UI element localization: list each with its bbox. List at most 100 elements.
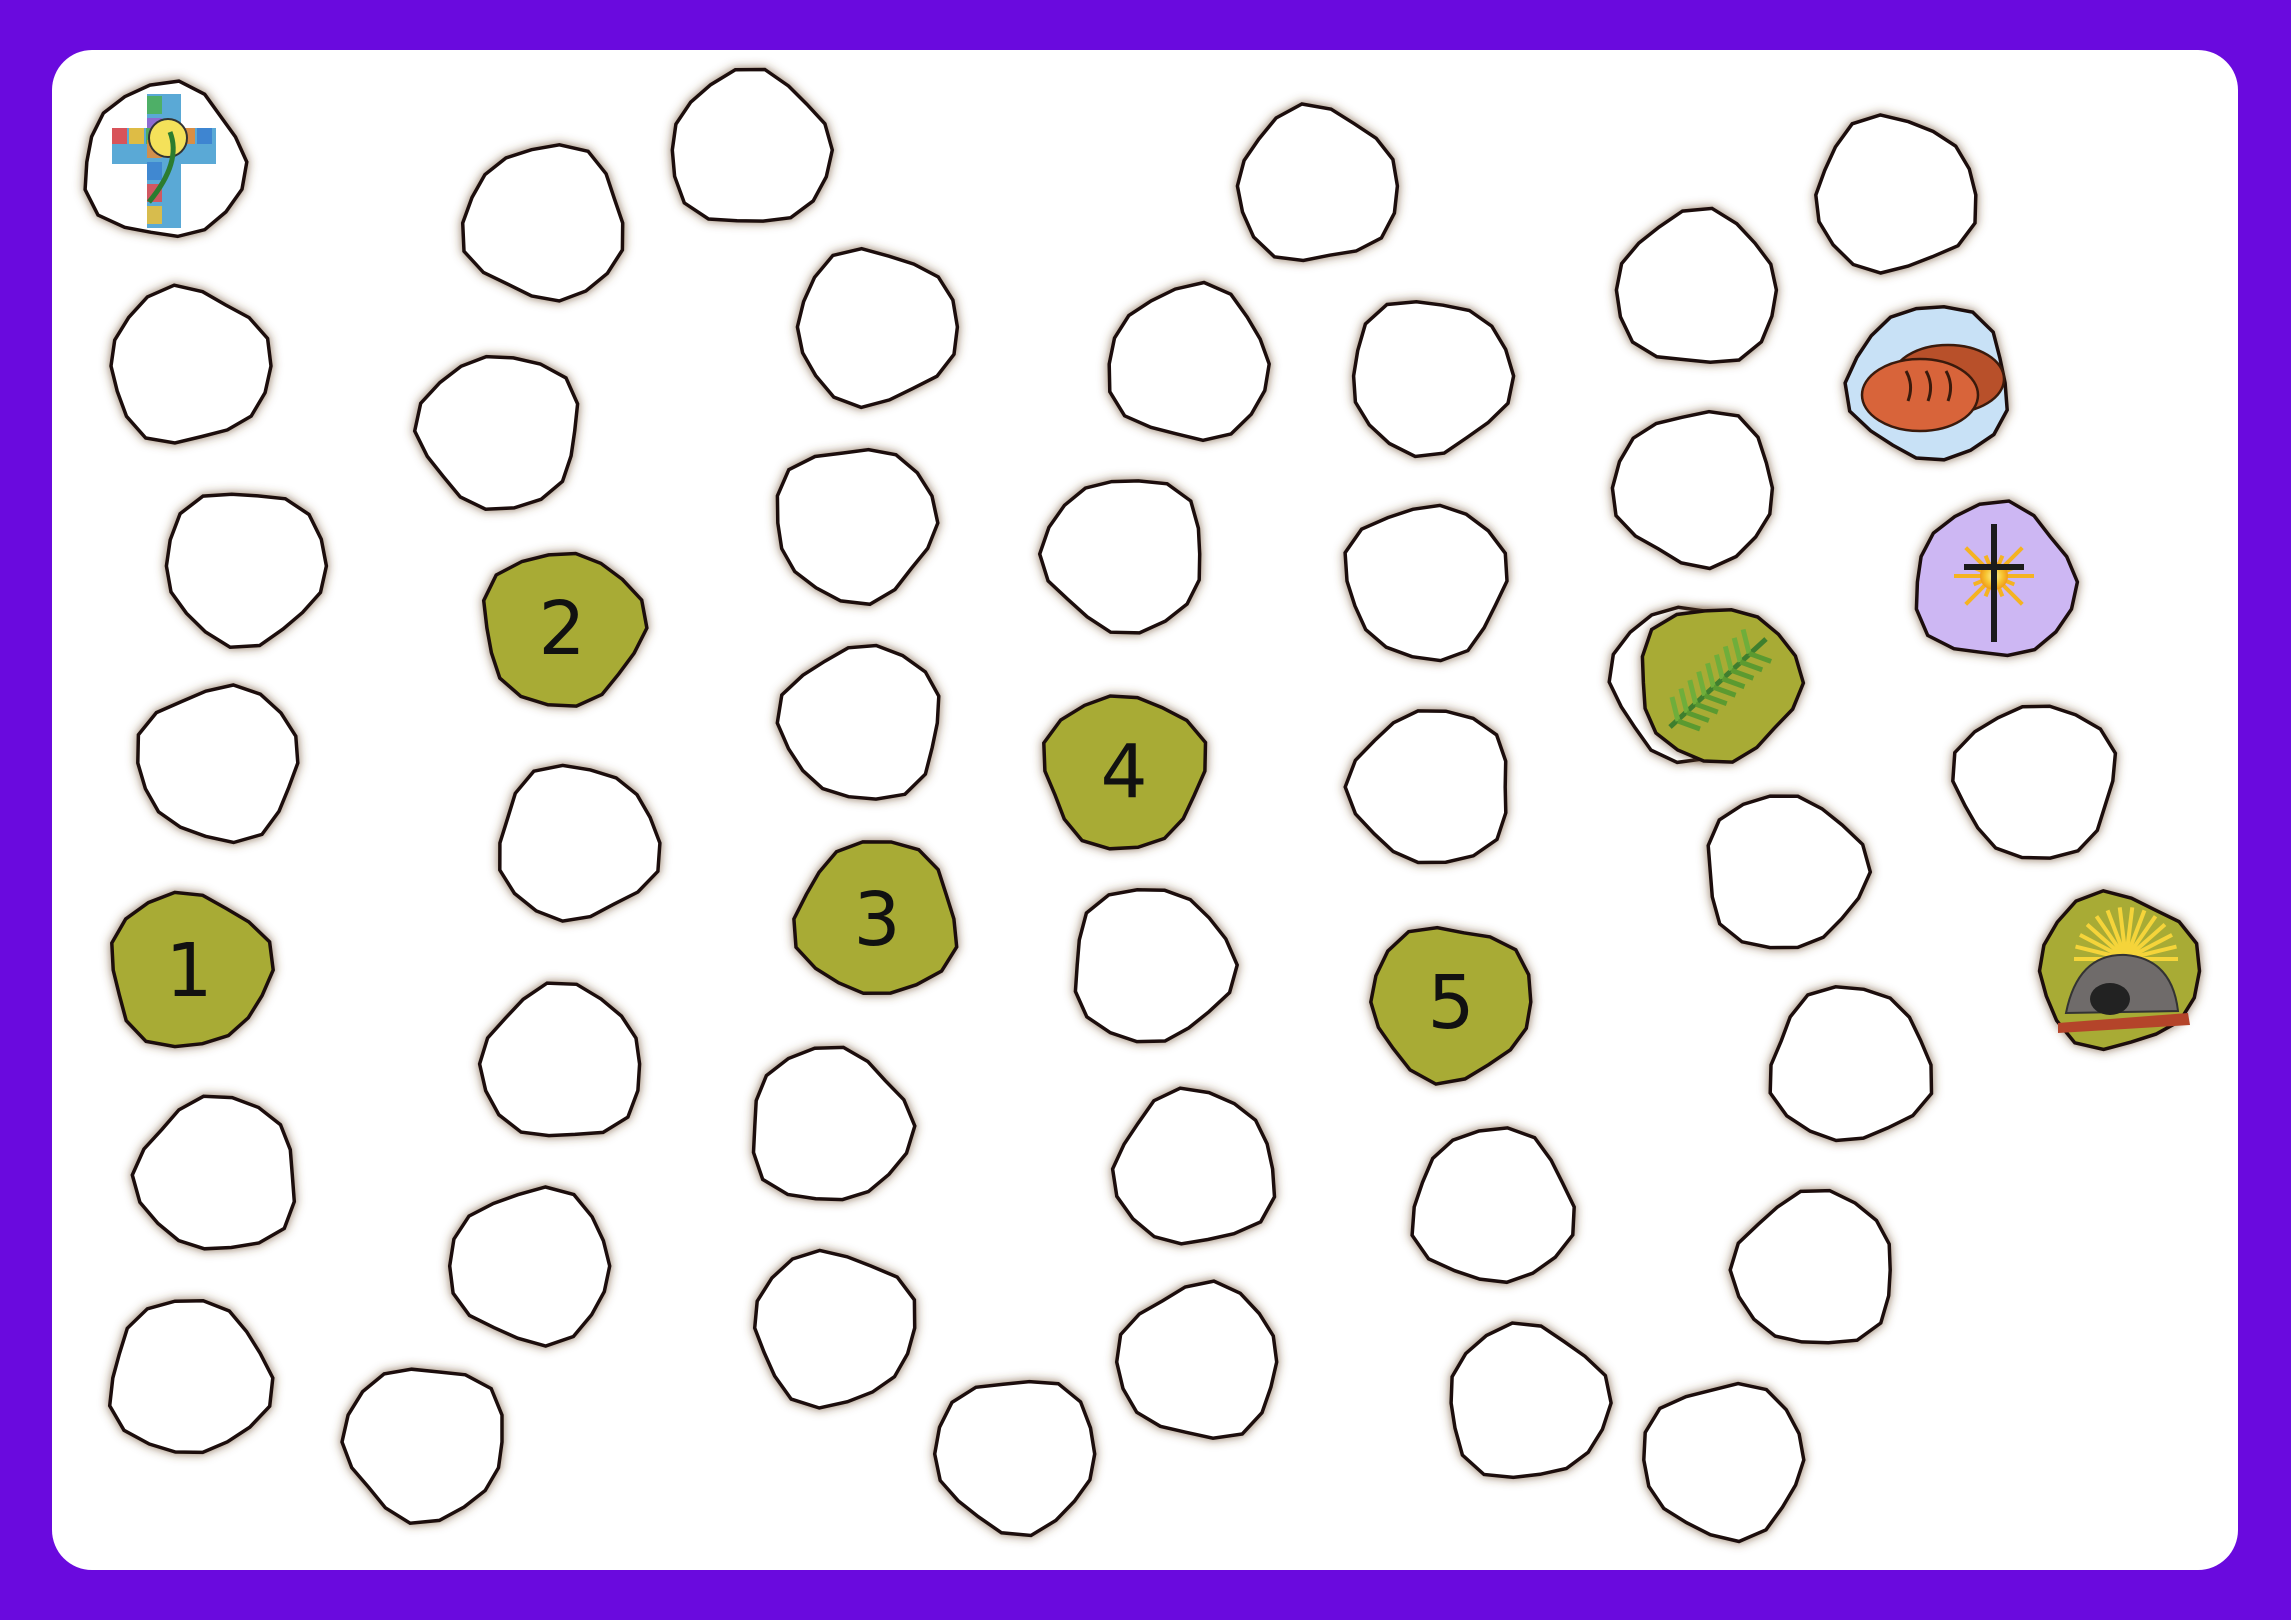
board-space[interactable] xyxy=(1110,1086,1277,1246)
board-space[interactable] xyxy=(412,354,580,511)
star-cross-icon xyxy=(1954,524,2034,642)
space-shape xyxy=(1351,300,1516,459)
board-space[interactable]: 4 xyxy=(1042,694,1208,851)
board-space[interactable] xyxy=(1107,280,1272,443)
space-shape xyxy=(164,492,329,649)
space-number: 2 xyxy=(538,586,585,672)
board-space[interactable] xyxy=(447,1185,612,1348)
space-shape xyxy=(1110,1086,1277,1246)
board-space[interactable]: 1 xyxy=(110,890,275,1049)
board-space[interactable]: 3 xyxy=(792,840,959,996)
board-space[interactable] xyxy=(1706,794,1873,950)
space-shape xyxy=(1410,1126,1576,1285)
space-shape xyxy=(1235,102,1400,263)
space-shape xyxy=(775,447,940,607)
space-shape xyxy=(136,683,300,845)
board-space[interactable] xyxy=(1037,479,1202,635)
space-shape xyxy=(1037,479,1202,635)
board-space[interactable] xyxy=(460,143,625,303)
board-space[interactable] xyxy=(164,492,329,649)
board-space[interactable] xyxy=(1814,113,1978,275)
space-shape xyxy=(1343,503,1509,663)
board-space[interactable] xyxy=(477,981,642,1138)
palm-branch-icon xyxy=(1668,628,1772,732)
board-space[interactable] xyxy=(775,643,941,801)
board-space[interactable] xyxy=(1610,409,1775,571)
space-shape xyxy=(1640,608,1806,764)
bread-icon xyxy=(1860,343,2006,433)
space-shape xyxy=(1042,694,1208,851)
space-shape xyxy=(1706,794,1873,950)
space-shape xyxy=(1768,985,1934,1143)
board-space[interactable] xyxy=(1449,1321,1613,1480)
board-space[interactable] xyxy=(775,447,940,607)
space-shape xyxy=(1814,113,1978,275)
space-shape xyxy=(1114,1279,1279,1440)
space-shape xyxy=(1343,709,1508,865)
space-shape xyxy=(1073,888,1240,1044)
space-number: 3 xyxy=(853,877,900,963)
space-shape xyxy=(109,283,273,445)
board-space[interactable] xyxy=(130,1094,297,1251)
space-shape xyxy=(751,1045,917,1202)
board-space[interactable] xyxy=(795,246,960,410)
space-shape xyxy=(775,643,941,801)
space-shape xyxy=(932,1379,1097,1538)
board-space[interactable] xyxy=(1410,1126,1576,1285)
space-shape xyxy=(1614,206,1779,365)
board-space[interactable] xyxy=(1642,1381,1806,1544)
space-number: 5 xyxy=(1427,960,1474,1046)
board-space[interactable] xyxy=(670,67,835,223)
space-shape xyxy=(498,763,662,923)
space-shape xyxy=(340,1367,504,1525)
board-space[interactable] xyxy=(1343,709,1508,865)
board-space[interactable] xyxy=(752,1248,917,1410)
space-shape xyxy=(1368,925,1533,1086)
board-space[interactable] xyxy=(1073,888,1240,1044)
space-shape xyxy=(110,890,275,1049)
space-shape xyxy=(670,67,835,223)
board-space[interactable] xyxy=(136,683,300,845)
board-space[interactable] xyxy=(1768,985,1934,1143)
board-space[interactable]: 5 xyxy=(1368,925,1533,1086)
board-space[interactable] xyxy=(1914,499,2080,658)
space-shape xyxy=(1449,1321,1613,1480)
board-space[interactable] xyxy=(107,1298,275,1455)
space-shape xyxy=(460,143,625,303)
cross-icon xyxy=(112,94,216,228)
board-space[interactable] xyxy=(1843,305,2009,462)
space-shape xyxy=(795,246,960,410)
board-space[interactable] xyxy=(1351,300,1516,459)
space-shape xyxy=(481,551,649,708)
space-shape xyxy=(447,1185,612,1348)
board-space[interactable] xyxy=(932,1379,1097,1538)
board-space[interactable] xyxy=(1640,608,1806,764)
board-space[interactable] xyxy=(1343,503,1509,663)
board-space[interactable] xyxy=(109,283,273,445)
space-shape xyxy=(1951,704,2118,860)
board-space[interactable]: 2 xyxy=(481,551,649,708)
board-space[interactable] xyxy=(1114,1279,1279,1440)
space-number: 1 xyxy=(165,928,212,1014)
space-shape xyxy=(1610,409,1775,571)
board-space[interactable] xyxy=(1235,102,1400,263)
space-shape xyxy=(1107,280,1272,443)
game-board: 1 2 3 4 5 xyxy=(52,50,2238,1570)
space-shape xyxy=(792,840,959,996)
space-shape xyxy=(1728,1188,1892,1345)
board-path: 1 2 3 4 5 xyxy=(83,67,2202,1544)
board-space[interactable] xyxy=(2037,888,2202,1052)
space-shape xyxy=(477,981,642,1138)
space-shape xyxy=(412,354,580,511)
board-space[interactable] xyxy=(1951,704,2118,860)
board-space[interactable] xyxy=(83,79,249,239)
board-space[interactable] xyxy=(751,1045,917,1202)
board-space[interactable] xyxy=(1728,1188,1892,1345)
space-number: 4 xyxy=(1100,729,1147,815)
space-shape xyxy=(1642,1381,1806,1544)
board-space[interactable] xyxy=(1614,206,1779,365)
board-space[interactable] xyxy=(340,1367,504,1525)
space-shape xyxy=(130,1094,297,1251)
tomb-icon xyxy=(2058,907,2190,1033)
board-space[interactable] xyxy=(498,763,662,923)
